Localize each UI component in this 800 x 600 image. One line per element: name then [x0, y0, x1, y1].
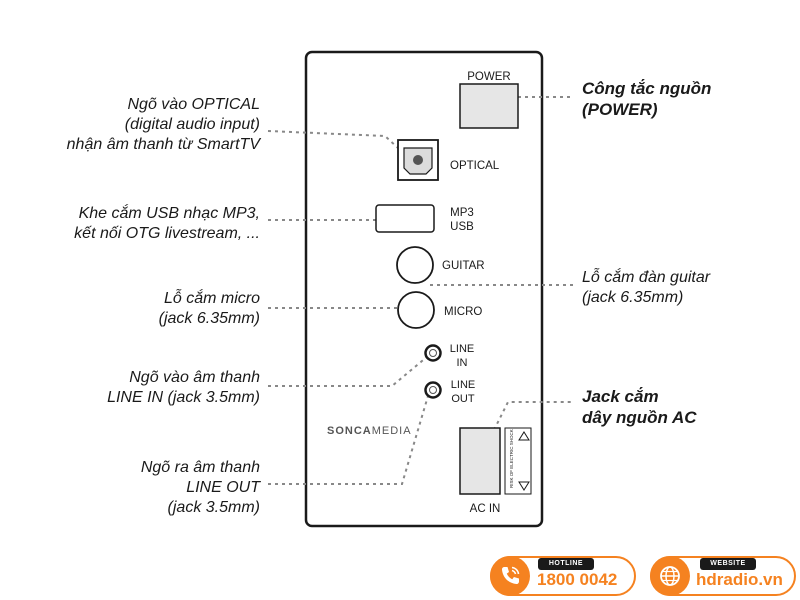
callout-ac: Jack cắm dây nguồn AC	[582, 387, 697, 427]
micro-label: MICRO	[444, 306, 482, 318]
callout-line-in: Ngõ vào âm thanh LINE IN (jack 3.5mm)	[107, 369, 260, 406]
optical-port-lens	[413, 155, 423, 165]
warning-strip	[504, 427, 532, 495]
power-label: POWER	[467, 71, 510, 83]
website-icon-circle[interactable]	[650, 556, 690, 596]
warning-triangle-top	[518, 431, 530, 441]
callout-line-out: Ngõ ra âm thanh LINE OUT (jack 3.5mm)	[140, 459, 260, 516]
leader-line-in	[268, 355, 429, 387]
callout-power: Công tắc nguồn (POWER)	[582, 79, 712, 119]
line-out-label-2: OUT	[451, 393, 475, 405]
optical-label: OPTICAL	[450, 160, 500, 172]
usb-slot	[375, 204, 435, 233]
callout-guitar: Lỗ cắm đàn guitar (jack 6.35mm)	[582, 269, 711, 306]
brand-light: MEDIA	[372, 425, 412, 437]
power-switch	[459, 83, 519, 129]
warning-triangle-bottom	[518, 481, 530, 491]
leader-line-out	[268, 395, 429, 485]
line-in-label-1: LINE	[450, 343, 474, 355]
globe-icon	[660, 566, 680, 586]
warning-text: RISK OF ELECTRIC SHOCK	[509, 429, 514, 488]
hotline-number[interactable]: 1800 0042	[537, 570, 618, 589]
brand-bold: SONCA	[327, 425, 372, 437]
website-tag: WEBSITE	[700, 558, 756, 570]
hotline-icon-circle[interactable]	[490, 556, 530, 596]
leader-lines	[267, 96, 574, 485]
callout-micro: Lỗ cắm micro (jack 6.35mm)	[158, 290, 260, 327]
panel-outline	[304, 50, 544, 528]
guitar-label: GUITAR	[442, 260, 485, 272]
brand-logo: SONCAMEDIA	[327, 425, 412, 437]
usb-label: USB	[450, 221, 474, 233]
ac-in-label: AC IN	[470, 503, 501, 515]
line-in-jack-hole	[429, 349, 437, 357]
line-out-label-1: LINE	[451, 379, 475, 391]
line-in-label-2: IN	[457, 357, 468, 369]
phone-icon	[501, 566, 520, 585]
leader-optical	[267, 130, 399, 149]
website-url[interactable]: hdradio.vn	[696, 570, 783, 589]
micro-jack	[397, 291, 435, 329]
mp3-label: MP3	[450, 207, 474, 219]
hotline-tag: HOTLINE	[538, 558, 594, 570]
line-out-jack-hole	[429, 386, 437, 394]
guitar-jack	[396, 246, 434, 284]
callout-usb: Khe cắm USB nhạc MP3, kết nối OTG livest…	[74, 205, 260, 242]
ac-in-socket	[459, 427, 501, 495]
callout-optical: Ngõ vào OPTICAL (digital audio input) nh…	[66, 96, 260, 153]
